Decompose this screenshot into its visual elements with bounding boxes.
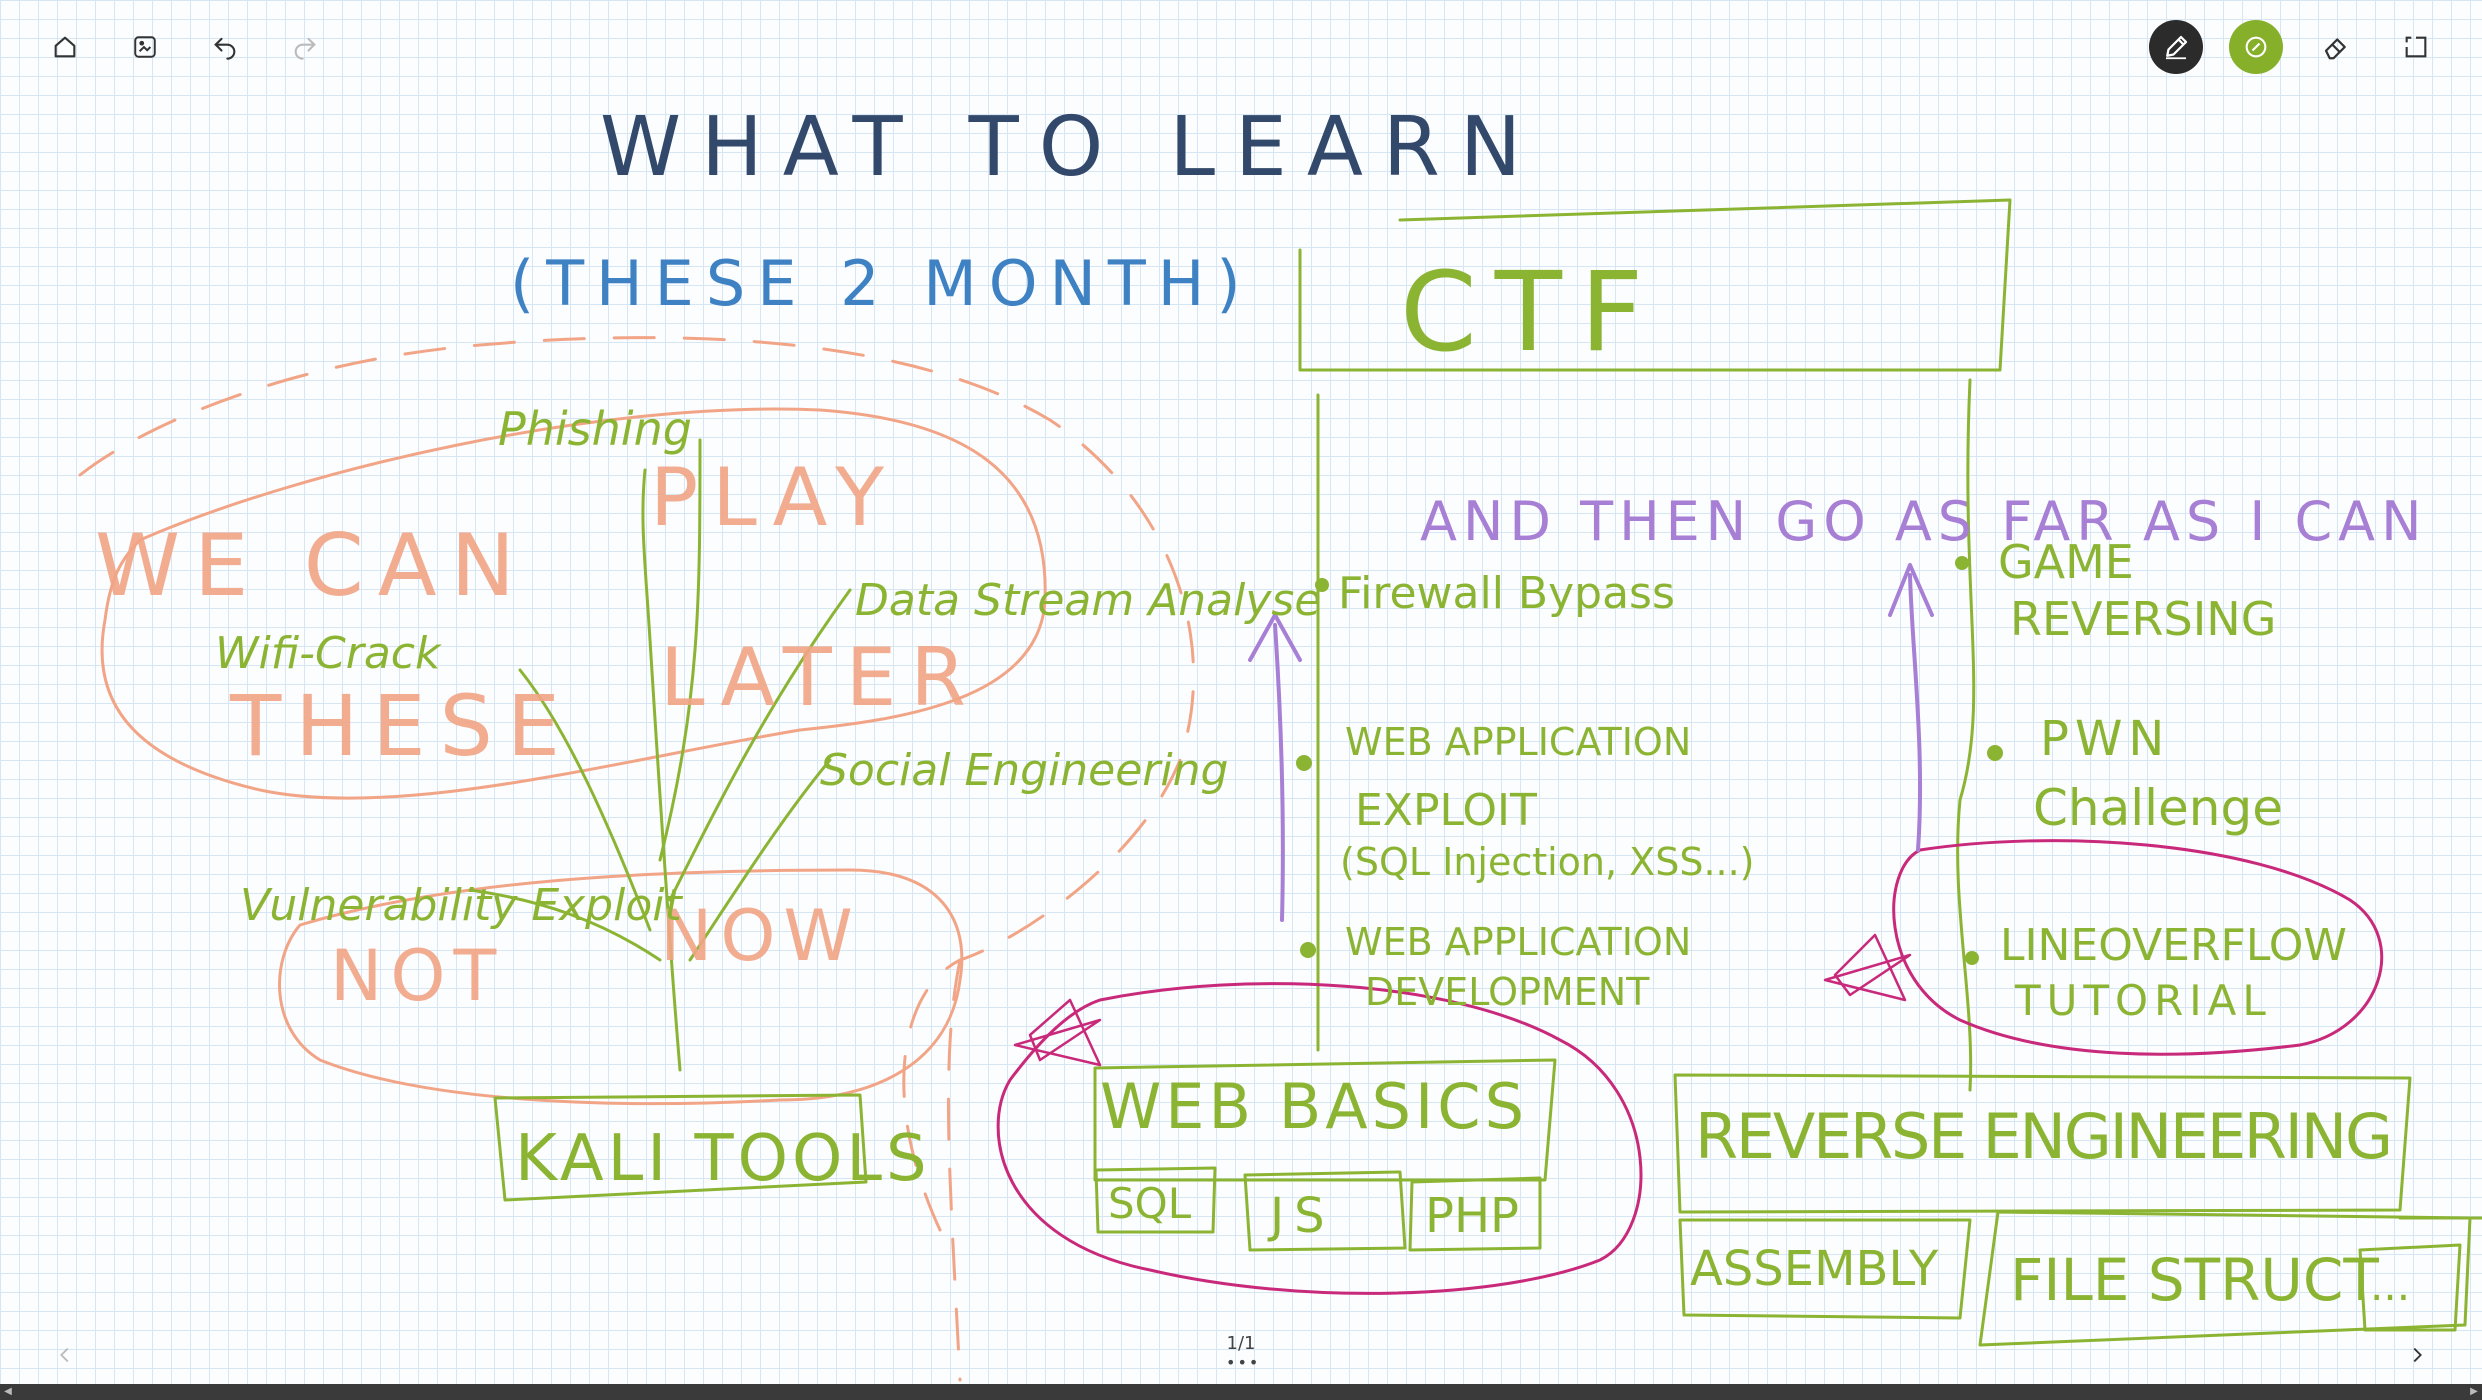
later-text-3: THESE — [229, 677, 574, 775]
re-sub-assembly: ASSEMBLY — [1690, 1241, 1939, 1297]
ctf-box-label: CTF — [1400, 248, 1661, 376]
web-step-firewall: Firewall Bypass — [1338, 568, 1675, 619]
kali-branch-wifi — [518, 668, 652, 932]
sketch-title: WHAT TO LEARN — [600, 100, 1541, 195]
kali-box — [493, 1093, 868, 1202]
image-icon — [134, 36, 156, 58]
kali-branch-phishing-label: Phishing — [498, 402, 692, 456]
kali-stem — [641, 468, 682, 1072]
re-sub-file-struct: FILE STRUCT — [2010, 1246, 2379, 1314]
web-step-exploit-2: EXPLOIT — [1355, 785, 1537, 836]
kali-branch-vuln-text: Vulnerability Exploit — [240, 880, 683, 931]
horizontal-scrollbar[interactable]: ◀ ▶ — [0, 1384, 2482, 1400]
web-sub-boxes — [1094, 1166, 1542, 1252]
reverse-sub-boxes — [1678, 1210, 2472, 1347]
kali-branch-social — [688, 758, 832, 962]
re-step-pwn-1: PWN — [2040, 711, 2170, 767]
lasso-icon — [2405, 36, 2427, 58]
kali-branch-vuln — [468, 888, 662, 962]
kali-branch-social-label: Social Engineering — [820, 745, 1228, 796]
chevron-left-icon — [60, 1347, 69, 1363]
prev-page-button[interactable] — [45, 1335, 85, 1375]
page-indicator: 1/1 — [1226, 1333, 1256, 1354]
sketch-subtitle: (THESE 2 MONTH) — [510, 247, 1253, 320]
home-icon — [54, 36, 76, 58]
ctf-aim: AND THEN GO AS FAR AS I CAN — [1420, 490, 2428, 553]
web-sub-js: JS — [1267, 1188, 1335, 1244]
next-page-button[interactable] — [2397, 1335, 2437, 1375]
ctf-box — [1298, 198, 2012, 372]
web-step-exploit-3: (SQL Injection, XSS...) — [1340, 840, 1755, 884]
now-loop — [278, 868, 964, 1106]
re-step-pwn-2: Challenge — [2033, 779, 2283, 837]
highlighter-icon — [2245, 36, 2267, 58]
kali-branch-vuln-label: Vulnerability Exploit — [240, 880, 683, 931]
redo-icon — [294, 37, 316, 60]
web-sub-sql: SQL — [1108, 1179, 1192, 1228]
re-step-tutorial-1: LINEOVERFLOW — [2000, 920, 2347, 971]
lasso-tool-button[interactable] — [2389, 20, 2443, 74]
later-text-1: WE CAN — [95, 516, 529, 616]
redo-button[interactable] — [280, 22, 330, 72]
later-text-2: PLAY — [650, 451, 898, 544]
web-basics-box — [1093, 1058, 1557, 1182]
web-step-exploit-1: WEB APPLICATION — [1345, 720, 1691, 764]
orange-cloud-left — [946, 958, 962, 1382]
eraser-icon — [2324, 38, 2346, 60]
web-basics-circle — [996, 982, 1643, 1295]
insert-image-button[interactable] — [120, 22, 170, 72]
web-step-dev-1: WEB APPLICATION — [1345, 920, 1691, 964]
tutorial-circle — [1892, 839, 2384, 1056]
pen-tool-button[interactable] — [2149, 20, 2203, 74]
tutorial-star-mark — [1823, 933, 1912, 1002]
web-star-mark — [1013, 998, 1102, 1067]
web-basics-label: WEB BASICS — [1100, 1070, 1528, 1143]
scroll-right-icon[interactable]: ▶ — [2470, 1386, 2478, 1397]
reverse-box — [1673, 1073, 2412, 1214]
re-sub-more: ... — [2370, 1261, 2410, 1310]
eraser-tool-button[interactable] — [2309, 20, 2363, 74]
web-step-dev-2: DEVELOPMENT — [1365, 970, 1650, 1014]
web-sub-php: PHP — [1425, 1188, 1519, 1244]
re-arrow — [1888, 563, 1934, 852]
scroll-left-icon[interactable]: ◀ — [4, 1386, 12, 1397]
reverse-box-label: REVERSE ENGINEERING — [1695, 1100, 2395, 1173]
re-step-game-1: GAME — [1998, 535, 2134, 589]
ctf-right-trunk — [1956, 378, 1976, 1092]
undo-button[interactable] — [200, 22, 250, 72]
page-menu-dots[interactable]: ••• — [1226, 1353, 1261, 1372]
kali-branch-data — [668, 588, 852, 902]
kali-branch-wifi-label: Wifi-Crack — [215, 628, 442, 679]
now-text-1: NOT — [330, 935, 504, 1017]
later-text-4: LATER — [660, 631, 980, 724]
now-text-2: NOW — [660, 895, 861, 977]
web-arrow — [1248, 613, 1302, 922]
kali-box-label: KALI TOOLS — [515, 1122, 931, 1196]
kali-branch-phishing — [658, 438, 702, 862]
pen-icon — [2166, 35, 2188, 60]
re-step-game-2: REVERSING — [2010, 592, 2276, 646]
undo-icon — [214, 37, 236, 60]
kali-branch-data-label: Data Stream Analyse — [855, 575, 1321, 626]
orange-cloud-outline — [78, 336, 1196, 1232]
later-loop — [100, 407, 1047, 800]
re-step-tutorial-2: TUTORIAL — [2014, 976, 2272, 1025]
chevron-right-icon — [2413, 1347, 2422, 1363]
home-button[interactable] — [40, 22, 90, 72]
highlighter-tool-button[interactable] — [2229, 20, 2283, 74]
